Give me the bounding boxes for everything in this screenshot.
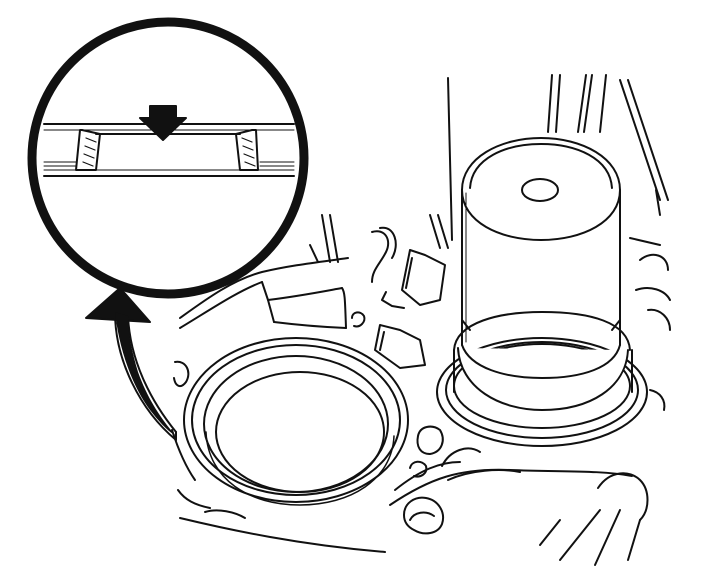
bolt-hole xyxy=(351,311,444,535)
seal-installer-tool xyxy=(436,74,669,447)
curved-pointer xyxy=(85,287,177,441)
press-arrow xyxy=(139,105,187,141)
detail-magnifier xyxy=(27,17,309,299)
bore-opening xyxy=(183,337,409,506)
housing-casting xyxy=(171,214,671,566)
